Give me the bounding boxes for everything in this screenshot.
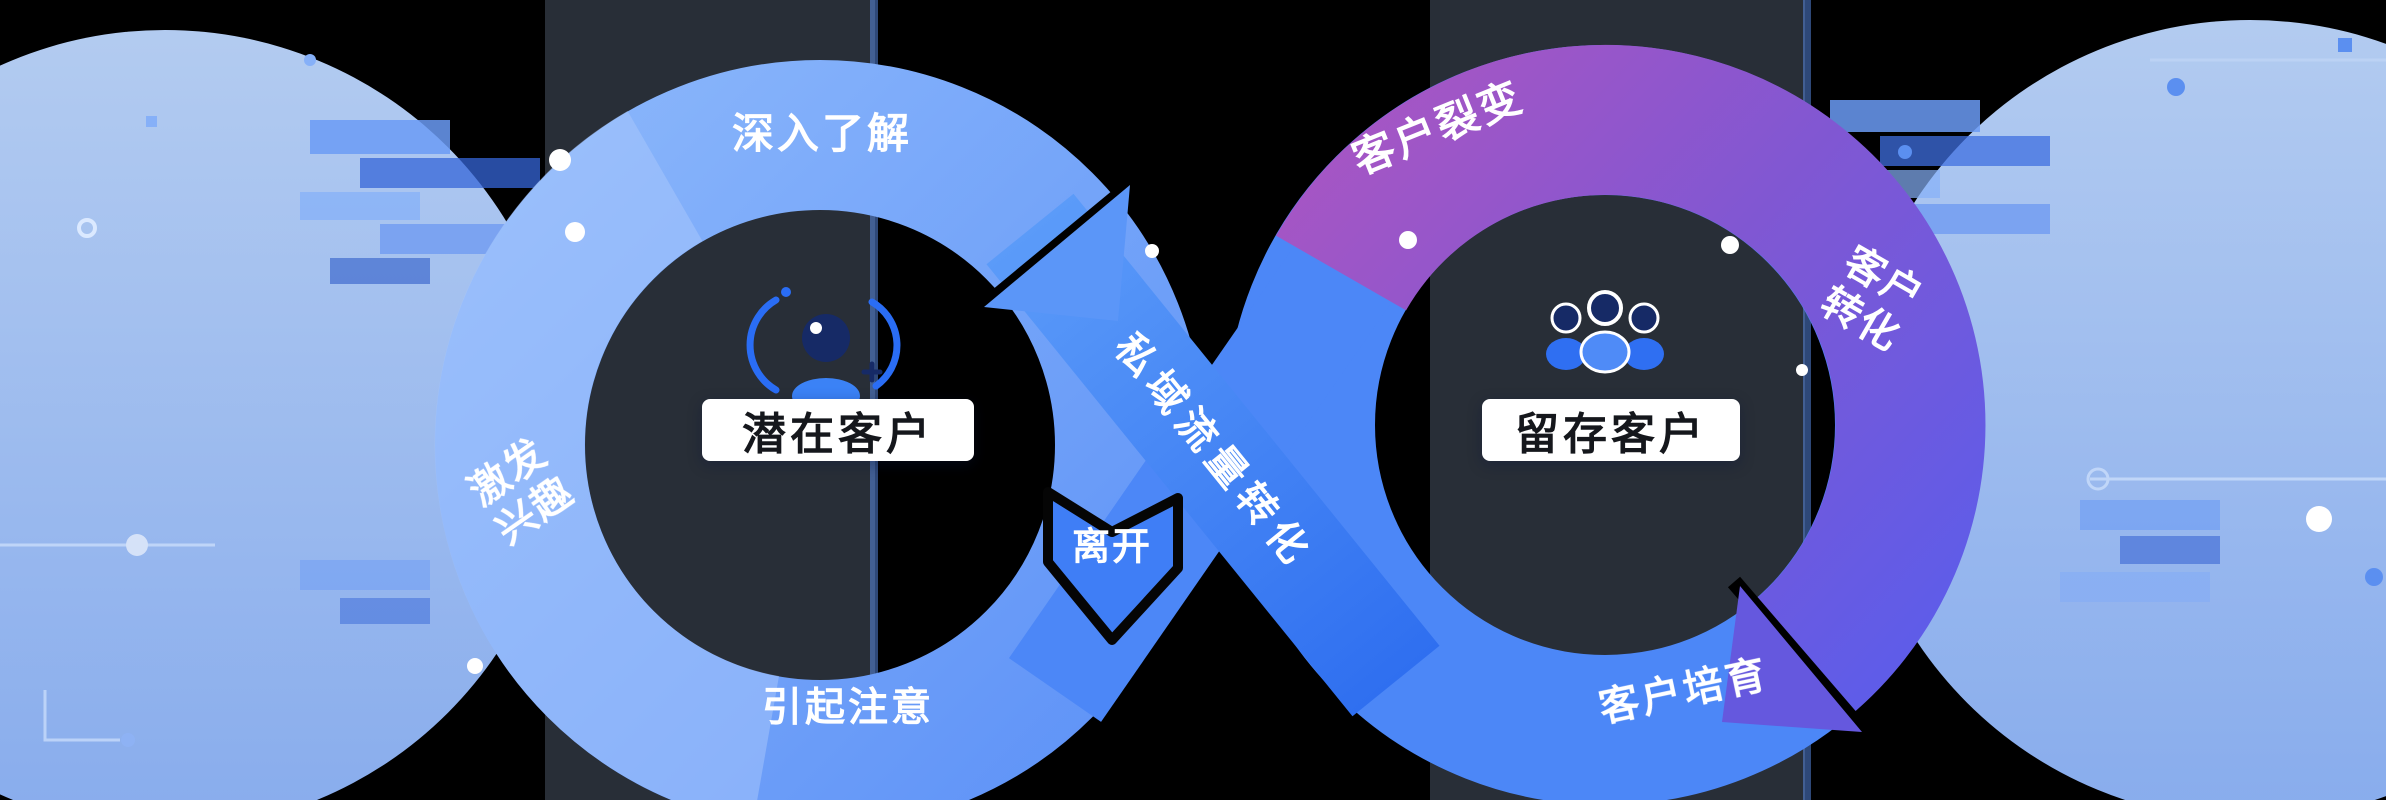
decor-dots xyxy=(77,38,2383,674)
users-group-icon xyxy=(1546,290,1664,374)
leave-chevron xyxy=(1043,487,1183,645)
left-ring-arrow xyxy=(972,171,1146,321)
purple-conversion-arc xyxy=(1276,44,1986,746)
circuit-lines xyxy=(0,58,2386,747)
headset-person-icon xyxy=(746,287,901,414)
leave-label: 离开 xyxy=(1071,526,1153,569)
retained-customers-label: 留存客户 xyxy=(1482,399,1740,461)
potential-customers-label: 潜在客户 xyxy=(702,399,974,461)
left-funnel-ring xyxy=(434,60,1205,800)
stage-label-deep-understanding: 深入了解 xyxy=(731,110,913,158)
purple-arrow-head xyxy=(1722,586,1862,732)
stage-label-attract-attention: 引起注意 xyxy=(762,685,934,730)
blue-arrow-head xyxy=(984,185,1130,321)
